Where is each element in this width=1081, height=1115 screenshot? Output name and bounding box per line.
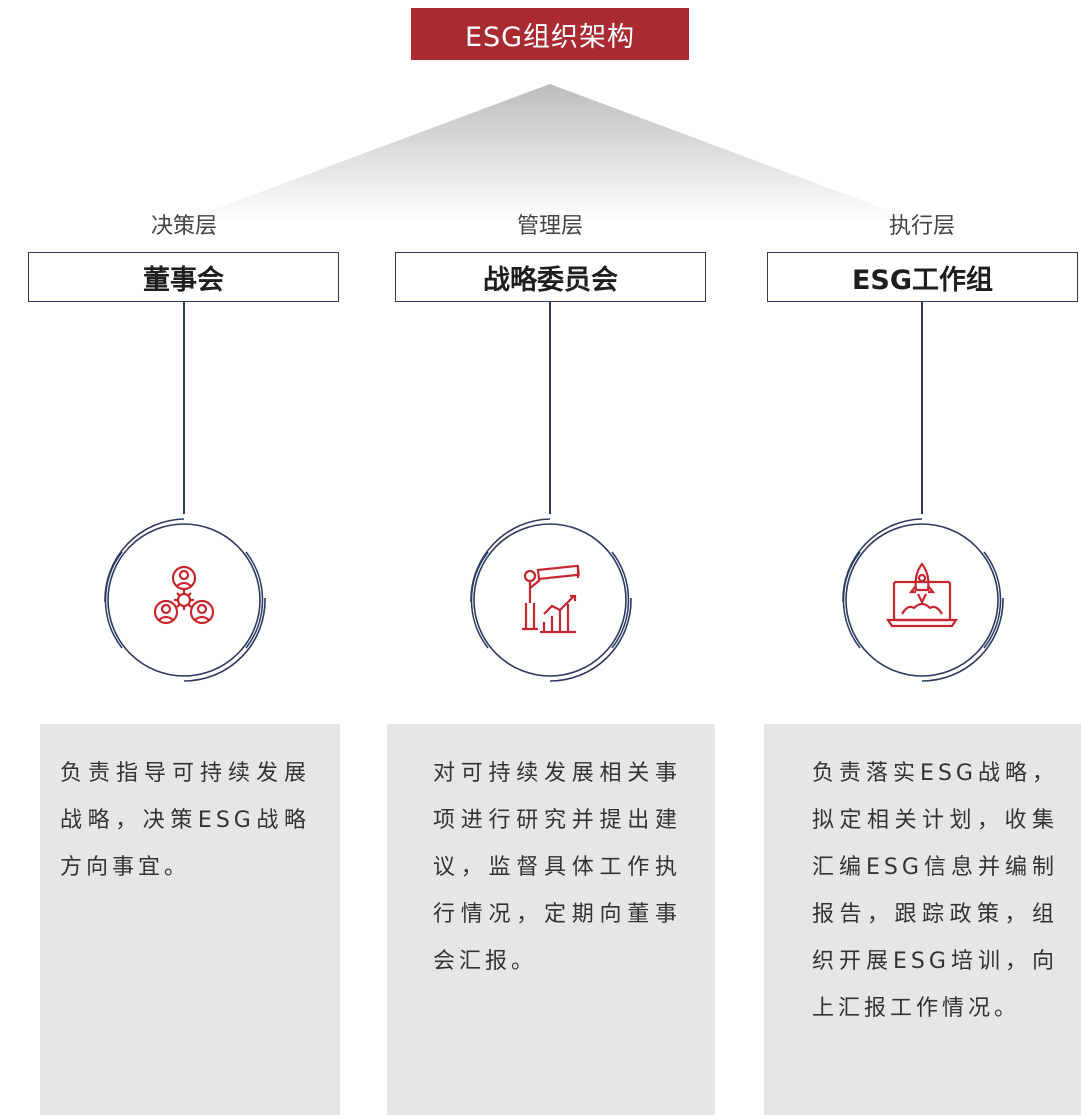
telescope-growth-icon [522,564,580,634]
rings-board [104,518,266,682]
layer-label-management: 管理层 [516,214,583,239]
rings-esg-group [842,518,1004,682]
people-gear-icon [153,565,215,625]
node-strategy-committee: 战略委员会 [395,252,706,302]
description-panel-esg-group: 负责落实ESG战略，拟定相关计划，收集汇编ESG信息并编制报告，跟踪政策，组织开… [764,724,1081,1115]
description-esg-group: 负责落实ESG战略，拟定相关计划，收集汇编ESG信息并编制报告，跟踪政策，组织开… [812,761,1058,1021]
layer-label-decision: 决策层 [150,214,217,239]
description-strategy: 对可持续发展相关事项进行研究并提出建议，监督具体工作执行情况，定期向董事会汇报。 [433,761,681,974]
description-panel-strategy: 对可持续发展相关事项进行研究并提出建议，监督具体工作执行情况，定期向董事会汇报。 [387,724,715,1115]
connector-line-3 [921,302,923,514]
rings-strategy [470,518,632,682]
laptop-rocket-icon [885,562,959,628]
connector-line-2 [549,302,551,514]
layer-label-execution: 执行层 [888,214,955,239]
node-esg-working-group: ESG工作组 [767,252,1078,302]
node-board: 董事会 [28,252,339,302]
description-panel-board: 负责指导可持续发展战略，决策ESG战略方向事宜。 [40,724,340,1115]
connector-line-1 [183,302,185,514]
description-board: 负责指导可持续发展战略，决策ESG战略方向事宜。 [60,761,310,880]
roof-triangle [180,84,920,222]
page-title: ESG组织架构 [411,8,689,60]
